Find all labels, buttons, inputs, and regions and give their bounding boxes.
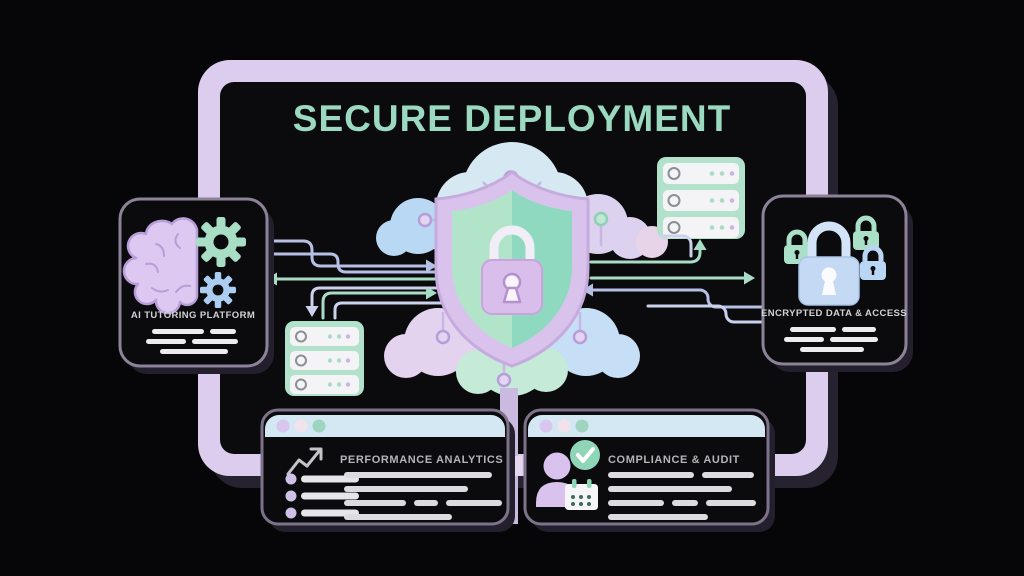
window-titlebar bbox=[265, 415, 505, 437]
analytics-window: PERFORMANCE ANALYTICS bbox=[260, 408, 515, 532]
gear-icon bbox=[196, 217, 246, 267]
compliance-window-label: COMPLIANCE & AUDIT bbox=[608, 454, 740, 466]
window-control-dot bbox=[312, 419, 326, 433]
encrypted-card-label: ENCRYPTED DATA & ACCESS bbox=[761, 308, 907, 319]
server-rack-icon bbox=[657, 157, 745, 239]
window-titlebar bbox=[528, 415, 765, 437]
page-title: SECURE DEPLOYMENT bbox=[293, 98, 731, 139]
calendar-icon bbox=[565, 479, 598, 510]
placeholder-lines bbox=[344, 472, 502, 520]
compliance-window: COMPLIANCE & AUDIT bbox=[523, 408, 775, 532]
flow-lines bbox=[260, 234, 764, 324]
analytics-window-label: PERFORMANCE ANALYTICS bbox=[340, 454, 503, 466]
padlock-icon bbox=[481, 225, 543, 315]
window-control-dot bbox=[276, 419, 290, 433]
placeholder-lines bbox=[146, 329, 238, 354]
encrypted-card: ENCRYPTED DATA & ACCESS bbox=[761, 194, 913, 372]
placeholder-lines bbox=[784, 327, 878, 352]
trend-arrow-icon bbox=[286, 447, 323, 476]
window-control-dot bbox=[575, 419, 589, 433]
window-control-dot bbox=[539, 419, 553, 433]
window-control-dot bbox=[557, 419, 571, 433]
platform-card-label: AI TUTORING PLATFORM bbox=[131, 310, 255, 321]
shield-lock-icon bbox=[434, 170, 590, 368]
platform-card: AI TUTORING PLATFORM bbox=[118, 197, 274, 374]
gear-icon bbox=[200, 272, 236, 308]
placeholder-lines bbox=[608, 472, 756, 520]
check-icon bbox=[570, 440, 600, 470]
server-rack-icon bbox=[285, 321, 364, 396]
bullet-list bbox=[285, 473, 359, 519]
window-control-dot bbox=[294, 419, 308, 433]
padlock-icon bbox=[853, 215, 879, 250]
brain-icon bbox=[122, 217, 199, 315]
padlock-icon bbox=[798, 221, 860, 306]
padlock-icon bbox=[860, 245, 886, 280]
